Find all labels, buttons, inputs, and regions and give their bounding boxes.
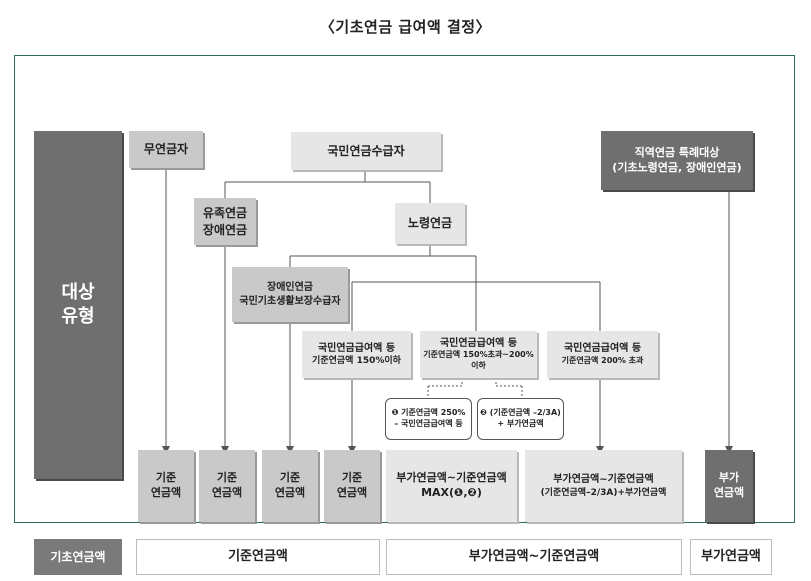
outcome-base-amount-3: 기준 연금액 — [262, 450, 318, 522]
node-nps-benefit-150-200: 국민연금급여액 등 기준연금액 150%초과~200%이하 — [420, 331, 537, 378]
node-survivor-disability: 유족연금 장애연금 — [194, 198, 256, 245]
diagram-title: 〈기초연금 급여액 결정〉 — [319, 18, 492, 36]
outcome-additional-amount: 부가 연금액 — [705, 450, 753, 522]
node-nps-benefit-200: 국민연금급여액 등 기준연금액 200% 초과 — [547, 331, 658, 378]
outcome-base-amount-4: 기준 연금액 — [324, 450, 380, 522]
outcome-max-formula: 부가연금액~기준연금액 MAX(❶,❷) — [386, 450, 517, 522]
target-type-label: 대상 유형 — [34, 131, 122, 479]
node-nps-benefit-150: 국민연금급여액 등 기준연금액 150%이하 — [302, 331, 411, 378]
outcome-base-amount-2: 기준 연금액 — [199, 450, 255, 522]
bar-base-amount: 기준연금액 — [136, 539, 380, 575]
outcome-range-formula: 부가연금액~기준연금액 (기준연금액–2/3A)+부가연금액 — [525, 450, 682, 522]
bar-additional-amount: 부가연금액 — [690, 539, 772, 575]
node-nps-recipient: 국민연금수급자 — [291, 132, 441, 170]
node-old-age: 노령연금 — [395, 203, 465, 244]
diagram-frame — [14, 55, 795, 523]
note-formula-1: ❶ 기준연금액 250% – 국민연금급여액 등 — [385, 398, 472, 440]
note-formula-2: ❷ (기준연금액 –2/3A) + 부가연금액 — [477, 398, 564, 440]
node-disability-livelihood: 장애인연금 국민기초생활보장수급자 — [232, 267, 348, 322]
node-special-occupational: 직역연금 특례대상 (기초노령연금, 장애인연금) — [601, 131, 753, 190]
basic-pension-amount-label: 기초연금액 — [34, 539, 122, 575]
outcome-base-amount-1: 기준 연금액 — [138, 450, 194, 522]
bar-range-amount: 부가연금액~기준연금액 — [386, 539, 682, 575]
node-no-pension: 무연금자 — [129, 131, 203, 168]
